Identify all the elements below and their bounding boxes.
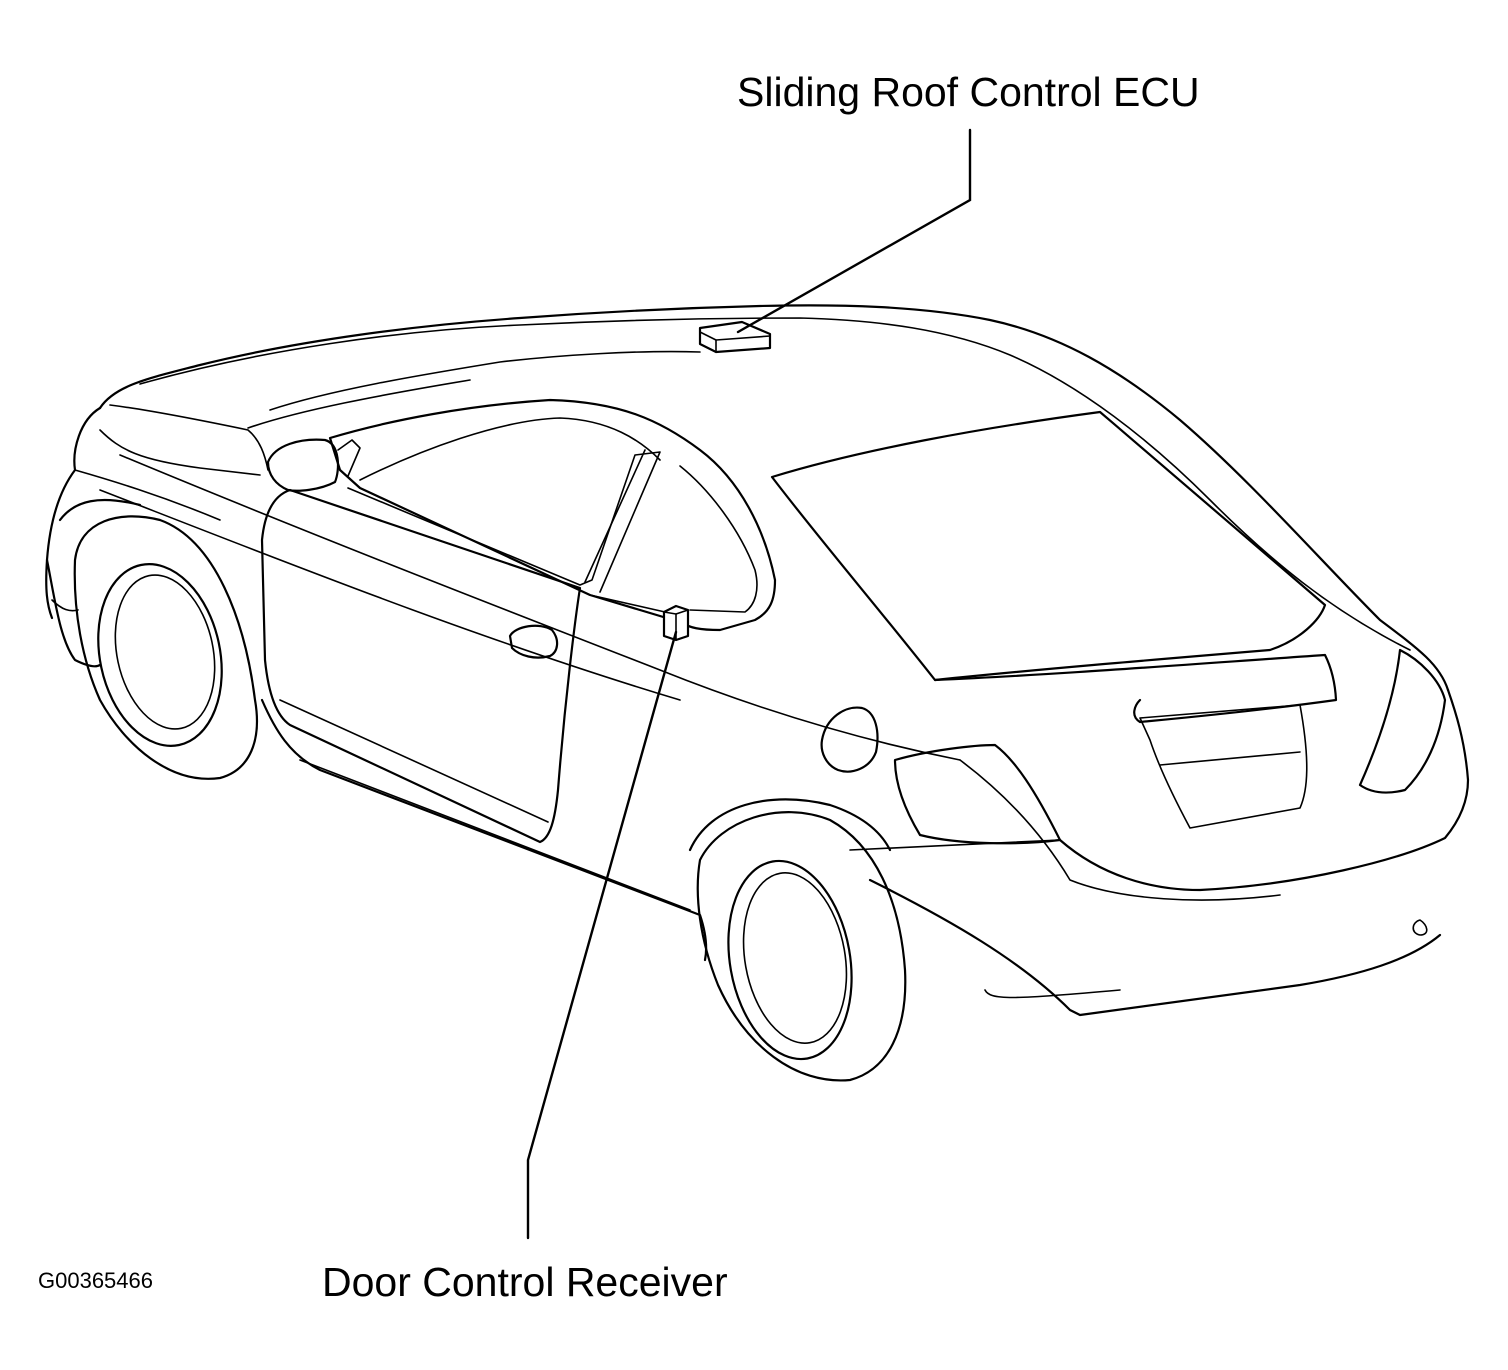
figure-id: G00365466 [38,1268,153,1293]
receiver-leader-line [526,630,678,1240]
front-wheel [58,498,259,780]
sliding-roof-control-ecu-part [698,320,772,354]
car-body [45,304,1470,1017]
sliding-roof-ecu-label: Sliding Roof Control ECU [737,69,1200,115]
ecu-leader-line [736,128,972,334]
rear-wheel [688,798,907,1082]
door-control-receiver-part [662,604,690,642]
door-control-receiver-label: Door Control Receiver [322,1259,728,1305]
